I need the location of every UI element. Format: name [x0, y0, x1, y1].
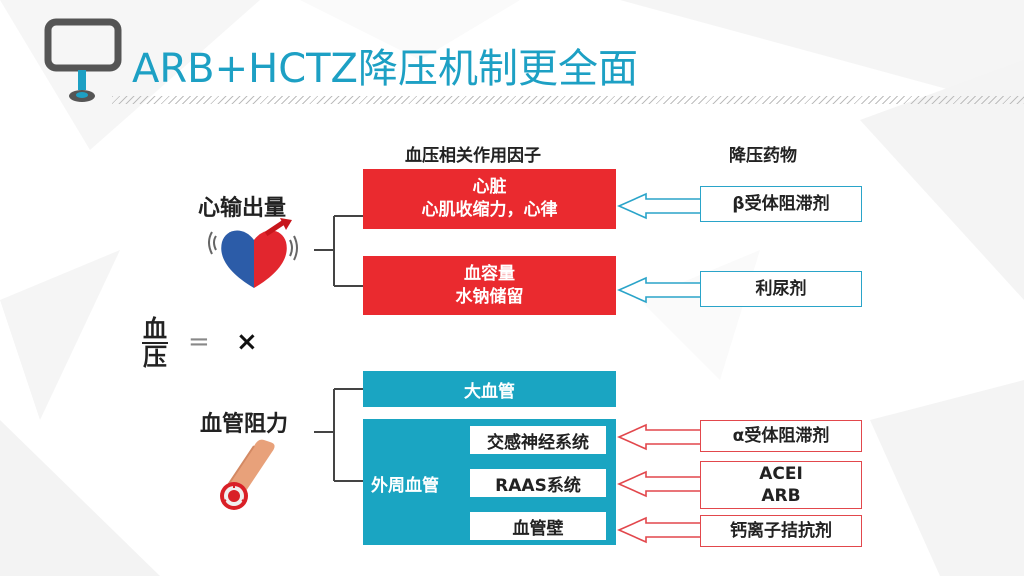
- times-sign: ×: [236, 327, 258, 357]
- peripheral-vessel-box: 外周血管 交感神经系统 RAAS系统 血管壁: [363, 419, 616, 545]
- monitor-icon: [44, 18, 122, 102]
- raas-system-label: RAAS系统: [495, 475, 581, 496]
- large-vessel-label: 大血管: [464, 381, 515, 402]
- drugs-column-header: 降压药物: [729, 146, 797, 166]
- bracket-lines: [314, 215, 364, 482]
- alpha-blocker-box: α受体阻滞剂: [700, 420, 862, 452]
- red-arrows: [617, 423, 700, 544]
- blood-pressure-label: 血 压: [141, 316, 169, 370]
- ccb-label: 钙离子拮抗剂: [730, 521, 832, 541]
- large-vessel-box: 大血管: [363, 371, 616, 407]
- heart-factor-title: 心脏: [472, 177, 507, 197]
- vascular-resistance-label: 血管阻力: [200, 412, 289, 437]
- blue-arrows: [617, 192, 700, 304]
- sympathetic-system-label: 交感神经系统: [487, 432, 589, 453]
- title-divider: [112, 96, 1024, 104]
- heart-factor-box: 心脏 心肌收缩力，心律: [363, 169, 616, 229]
- equals-sign: =: [188, 327, 210, 357]
- raas-system-box: RAAS系统: [470, 469, 606, 497]
- vessel-wall-box: 血管壁: [470, 512, 606, 540]
- beta-blocker-label: β受体阻滞剂: [732, 194, 830, 214]
- bp-top-char: 血: [143, 315, 167, 343]
- arb-label: ARB: [761, 486, 801, 506]
- sympathetic-system-box: 交感神经系统: [470, 426, 606, 454]
- alpha-blocker-label: α受体阻滞剂: [732, 426, 830, 446]
- heart-icon: [208, 218, 298, 288]
- beta-blocker-box: β受体阻滞剂: [700, 186, 862, 222]
- acei-arb-box: ACEI ARB: [700, 461, 862, 509]
- bp-fraction-line: [142, 342, 168, 344]
- cardiac-output-label: 心输出量: [198, 196, 287, 221]
- diuretic-box: 利尿剂: [700, 271, 862, 307]
- bp-bottom-char: 压: [143, 343, 167, 371]
- vessel-wall-label: 血管壁: [512, 518, 564, 539]
- blood-vessel-icon: [220, 439, 275, 510]
- diuretic-label: 利尿剂: [755, 279, 807, 299]
- ccb-box: 钙离子拮抗剂: [700, 515, 862, 547]
- peripheral-vessel-label: 外周血管: [371, 476, 439, 496]
- heart-factor-detail: 心肌收缩力，心律: [421, 200, 558, 220]
- volume-factor-detail: 水钠储留: [455, 286, 524, 307]
- acei-label: ACEI: [759, 464, 803, 484]
- factors-column-header: 血压相关作用因子: [405, 146, 541, 166]
- page-title: ARB+HCTZ降压机制更全面: [132, 46, 638, 92]
- volume-factor-title: 血容量: [464, 263, 515, 284]
- volume-factor-box: 血容量 水钠储留: [363, 256, 616, 315]
